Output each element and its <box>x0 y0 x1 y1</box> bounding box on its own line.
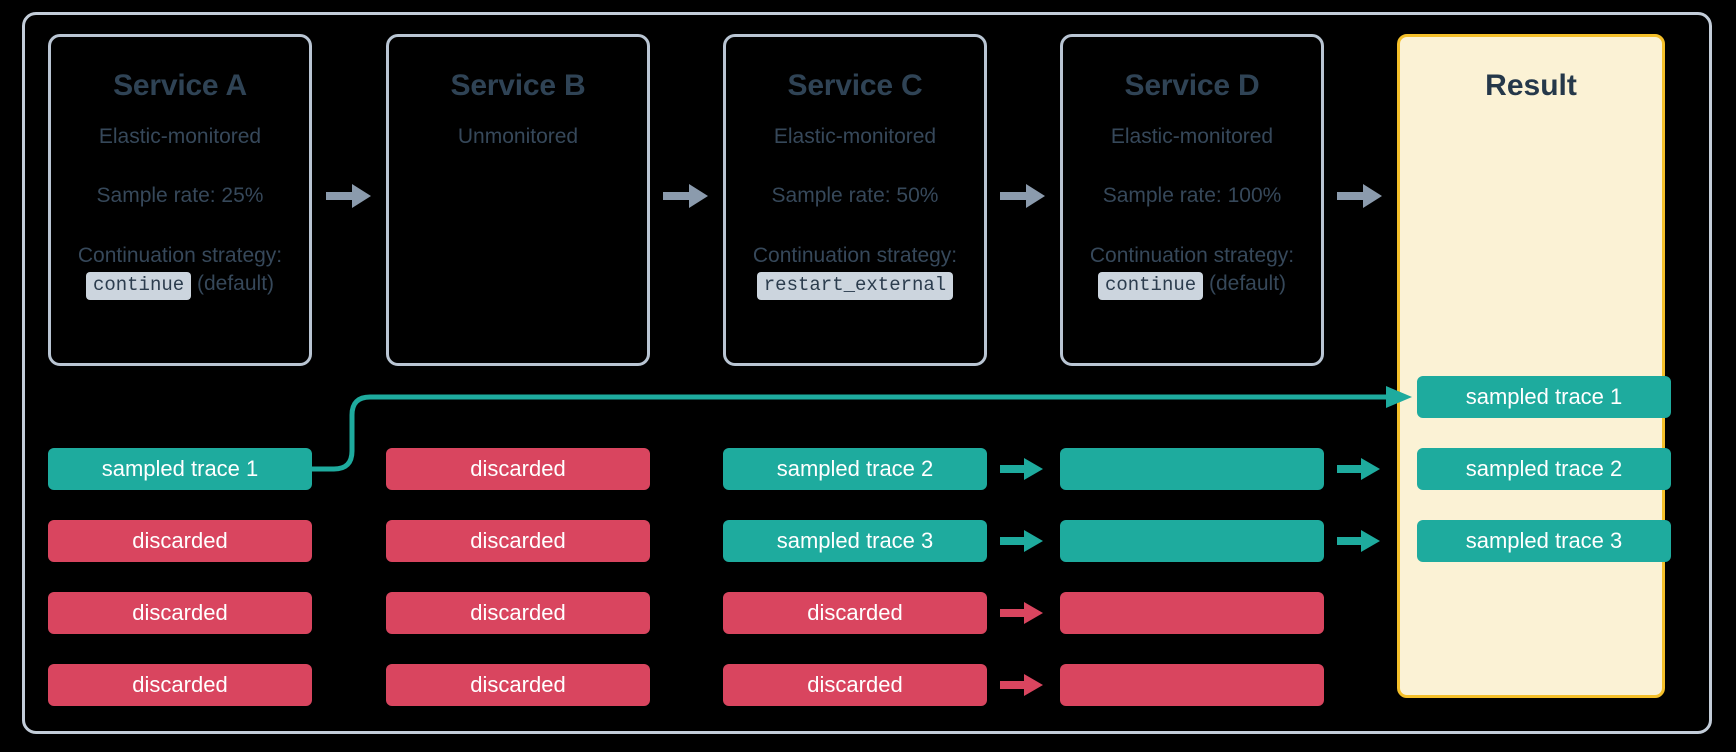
service-d-strategy-code: continue <box>1097 272 1204 300</box>
service-a-monitoring: Elastic-monitored <box>98 125 262 148</box>
service-c-strategy-code: restart_external <box>756 272 954 300</box>
trace-box-d2 <box>1060 520 1324 562</box>
service-d-monitoring: Elastic-monitored <box>1110 125 1274 148</box>
service-d-sample-rate: Sample rate: 100% <box>1102 184 1282 208</box>
arrow-trace-d2-to-result3-icon <box>1337 528 1381 554</box>
trace-box-a3: discarded <box>48 592 312 634</box>
service-c-strategy: Continuation strategy: restart_external <box>726 242 984 300</box>
result-panel-title: Result <box>1485 69 1577 102</box>
arrow-trace-d1-to-result2-icon <box>1337 456 1381 482</box>
service-c-title: Service C <box>787 69 923 102</box>
service-a-strategy-label: Continuation strategy: <box>77 244 283 268</box>
trace-box-d3 <box>1060 592 1324 634</box>
service-d-strategy-note: (default) <box>1209 272 1287 296</box>
service-card-c: Service C Elastic-monitored Sample rate:… <box>723 34 987 366</box>
arrow-service-d-to-result-icon <box>1337 182 1383 210</box>
trace-box-a2: discarded <box>48 520 312 562</box>
trace-box-b4: discarded <box>386 664 650 706</box>
service-a-title: Service A <box>113 69 247 102</box>
service-c-sample-rate: Sample rate: 50% <box>771 184 939 208</box>
arrow-service-c-to-d-icon <box>1000 182 1046 210</box>
arrow-trace-c3-to-d3-icon <box>1000 600 1044 626</box>
trace-box-a4: discarded <box>48 664 312 706</box>
diagram-outer-frame <box>22 12 1712 734</box>
service-card-b: Service B Unmonitored <box>386 34 650 366</box>
arrow-trace-c2-to-d2-icon <box>1000 528 1044 554</box>
service-a-sample-rate: Sample rate: 25% <box>96 184 264 208</box>
trace-box-c4: discarded <box>723 664 987 706</box>
trace-box-b2: discarded <box>386 520 650 562</box>
service-a-strategy: Continuation strategy: continue (default… <box>51 242 309 300</box>
service-card-a: Service A Elastic-monitored Sample rate:… <box>48 34 312 366</box>
service-d-strategy: Continuation strategy: continue (default… <box>1063 242 1321 300</box>
trace-box-c3: discarded <box>723 592 987 634</box>
service-b-monitoring: Unmonitored <box>457 125 579 148</box>
result-panel: Result <box>1397 34 1665 698</box>
result-box-2: sampled trace 2 <box>1417 448 1671 490</box>
result-box-3: sampled trace 3 <box>1417 520 1671 562</box>
trace-box-c1: sampled trace 2 <box>723 448 987 490</box>
arrow-service-b-to-c-icon <box>663 182 709 210</box>
trace-box-d4 <box>1060 664 1324 706</box>
arrow-trace-c4-to-d4-icon <box>1000 672 1044 698</box>
service-c-strategy-label: Continuation strategy: <box>752 244 958 268</box>
service-b-title: Service B <box>450 69 586 102</box>
trace-box-b1: discarded <box>386 448 650 490</box>
result-box-1: sampled trace 1 <box>1417 376 1671 418</box>
service-a-strategy-code: continue <box>85 272 192 300</box>
trace-box-a1: sampled trace 1 <box>48 448 312 490</box>
arrow-service-a-to-b-icon <box>326 182 372 210</box>
service-a-strategy-note: (default) <box>197 272 275 296</box>
trace-box-c2: sampled trace 3 <box>723 520 987 562</box>
service-c-monitoring: Elastic-monitored <box>773 125 937 148</box>
service-d-title: Service D <box>1124 69 1260 102</box>
trace-box-d1 <box>1060 448 1324 490</box>
service-d-strategy-label: Continuation strategy: <box>1089 244 1295 268</box>
arrow-trace-c1-to-d1-icon <box>1000 456 1044 482</box>
service-card-d: Service D Elastic-monitored Sample rate:… <box>1060 34 1324 366</box>
trace-box-b3: discarded <box>386 592 650 634</box>
